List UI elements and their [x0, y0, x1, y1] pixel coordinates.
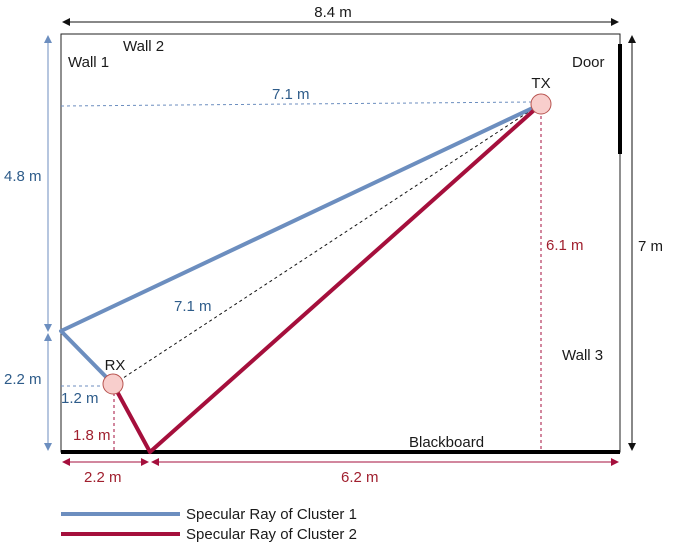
legend-cluster2-label: Specular Ray of Cluster 2 — [186, 526, 357, 543]
tx-label: TX — [531, 75, 550, 92]
wall1-label: Wall 1 — [68, 54, 109, 71]
direct-path-label: 7.1 m — [174, 298, 212, 315]
rx-to-wall1-label: 1.2 m — [61, 390, 99, 407]
wall3-label: Wall 3 — [562, 347, 603, 364]
legend-cluster1-label: Specular Ray of Cluster 1 — [186, 506, 357, 523]
direct-path-dashed — [113, 104, 540, 385]
reflection-point-left-label: 2.2 m — [84, 469, 122, 486]
wall-reflection-upper-label: 4.8 m — [4, 168, 42, 185]
reflection-point-right-label: 6.2 m — [341, 469, 379, 486]
legend: Specular Ray of Cluster 1 Specular Ray o… — [61, 506, 357, 543]
tx-to-wall1-label: 7.1 m — [272, 86, 310, 103]
room-width-label: 8.4 m — [314, 4, 352, 21]
cluster1-ray — [59, 102, 542, 386]
blackboard-label: Blackboard — [409, 434, 484, 451]
tx-height-label: 6.1 m — [546, 237, 584, 254]
door-label: Door — [572, 54, 605, 71]
tx-to-wall1-dashed — [60, 101, 532, 107]
rx-label: RX — [105, 357, 126, 374]
rx-height-label: 1.8 m — [73, 427, 111, 444]
room-height-label: 7 m — [638, 238, 663, 255]
wall-reflection-lower-label: 2.2 m — [4, 371, 42, 388]
cluster2-ray — [111, 102, 543, 454]
wall2-label: Wall 2 — [123, 38, 164, 55]
rx-node — [102, 373, 124, 395]
tx-node — [530, 93, 552, 115]
